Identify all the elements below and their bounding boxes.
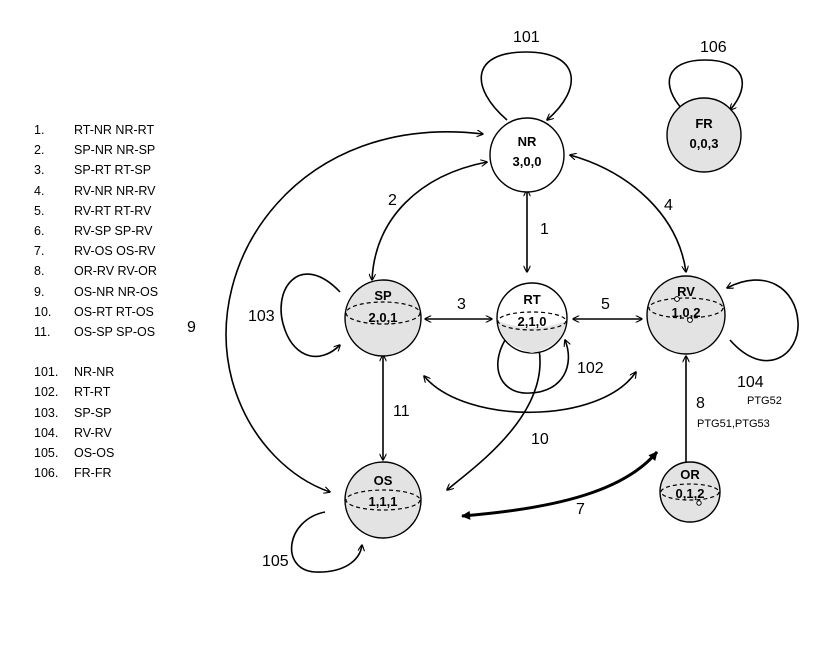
node-nr: NR 3,0,0 [489,117,565,193]
loop-106-arrow [668,59,744,110]
legend-item: 104.RV-RV [34,425,112,440]
edge-11-label: 11 [393,403,410,420]
node-circle [666,97,742,173]
edge-9-label: 9 [187,319,196,336]
node-equator [345,489,421,511]
node-rv-name: RV [677,284,695,299]
edge-4-arrow [570,155,686,272]
legend-item: 105.OS-OS [34,446,115,461]
loop-105-label: 105 [262,553,289,570]
edge-2-label: 2 [388,192,397,209]
legend-transitions: 1.RT-NR NR-RT 2.SP-NR NR-SP 3.SP-RT RT-S… [34,120,158,342]
node-sp: SP 2,0,1 [344,279,422,357]
legend-item: 6.RV-SP SP-RV [34,224,153,239]
legend-item: 106.FR-FR [34,466,112,481]
node-equator [648,297,724,319]
node-or-name: OR [680,467,700,482]
legend-item: 1.RT-NR NR-RT [34,123,155,137]
node-shade [498,321,566,353]
legend-item: 102.RT-RT [34,385,111,400]
edge-9-arrow [225,132,483,492]
node-circle [489,117,565,193]
legend-item: 10.OS-RT RT-OS [34,304,154,319]
node-rt-value: 2,1,0 [518,314,547,329]
node-circle [646,275,726,355]
node-nr-value: 3,0,0 [513,154,542,169]
loop-104-label: 104 [737,374,764,391]
legend-item: 101.NR-NR [34,365,115,380]
node-circle [659,461,721,523]
node-os: OS 1,1,1 [344,461,422,539]
legend: 1.RT-NR NR-RT 2.SP-NR NR-SP 3.SP-RT RT-S… [34,120,158,483]
node-dot [696,500,702,506]
node-fr-value: 0,0,3 [690,136,719,151]
node-dot [674,296,680,302]
loop-106-label: 106 [700,39,727,56]
node-sp-value: 2,0,1 [369,310,398,325]
legend-item: 7.RV-OS OS-RV [34,244,156,259]
edge-10-label: 10 [531,431,549,448]
node-or: OR 0,1,2 [659,461,721,523]
loop-102-label: 102 [577,360,604,377]
node-fr-name: FR [695,116,713,131]
node-rv-value: 1,0,2 [672,305,701,320]
node-circle [344,279,422,357]
edge-3-label: 3 [457,296,466,313]
legend-item: 5.RV-RT RT-RV [34,203,152,218]
loop-103-arrow [280,273,340,358]
node-rv: RV 1,0,2 [646,275,726,355]
node-sp-name: SP [374,288,392,303]
ptg52-annotation: PTG52 [747,395,782,407]
node-dot [687,317,693,323]
legend-loops: 101.NR-NR 102.RT-RT 103.SP-SP 104.RV-RV … [34,362,158,483]
legend-item: 2.SP-NR NR-SP [34,143,156,158]
loop-101-arrow [480,51,573,120]
loop-101-label: 101 [513,29,540,46]
legend-item: 3.SP-RT RT-SP [34,163,152,178]
edge-1-label: 1 [540,221,549,238]
loop-103-label: 103 [248,308,275,325]
legend-item: 4.RV-NR NR-RV [34,183,156,198]
node-equator [660,483,720,501]
edge-7-label: 7 [576,501,585,518]
loop-105-arrow [290,511,362,573]
node-equator [497,311,567,331]
node-os-name: OS [374,473,393,488]
loop-102-arrow [497,340,569,394]
loop-104-arrow [727,279,799,362]
edge-5-label: 5 [601,296,610,313]
node-os-value: 1,1,1 [369,494,398,509]
node-rt-name: RT [523,292,540,307]
edge-8-label: 8 [696,395,705,412]
legend-item: 11.OS-SP SP-OS [34,325,156,340]
node-circle [344,461,422,539]
node-fr: FR 0,0,3 [666,97,742,173]
edge-2-arrow [372,162,487,280]
legend-item: 9.OS-NR NR-OS [34,284,159,299]
edge-10-arrow [447,337,540,490]
node-equator [345,301,421,325]
legend-item: 8.OR-RV RV-OR [34,264,157,279]
legend-item: 103.SP-SP [34,405,112,420]
node-nr-name: NR [518,134,537,149]
edge-4-label: 4 [664,197,673,214]
node-or-value: 0,1,2 [676,486,705,501]
ptg51-ptg53-annotation: PTG51,PTG53 [697,418,770,430]
node-rt: RT 2,1,0 [496,282,568,354]
edge-6-arrow [424,372,636,414]
edge-7-arrow [461,451,659,520]
